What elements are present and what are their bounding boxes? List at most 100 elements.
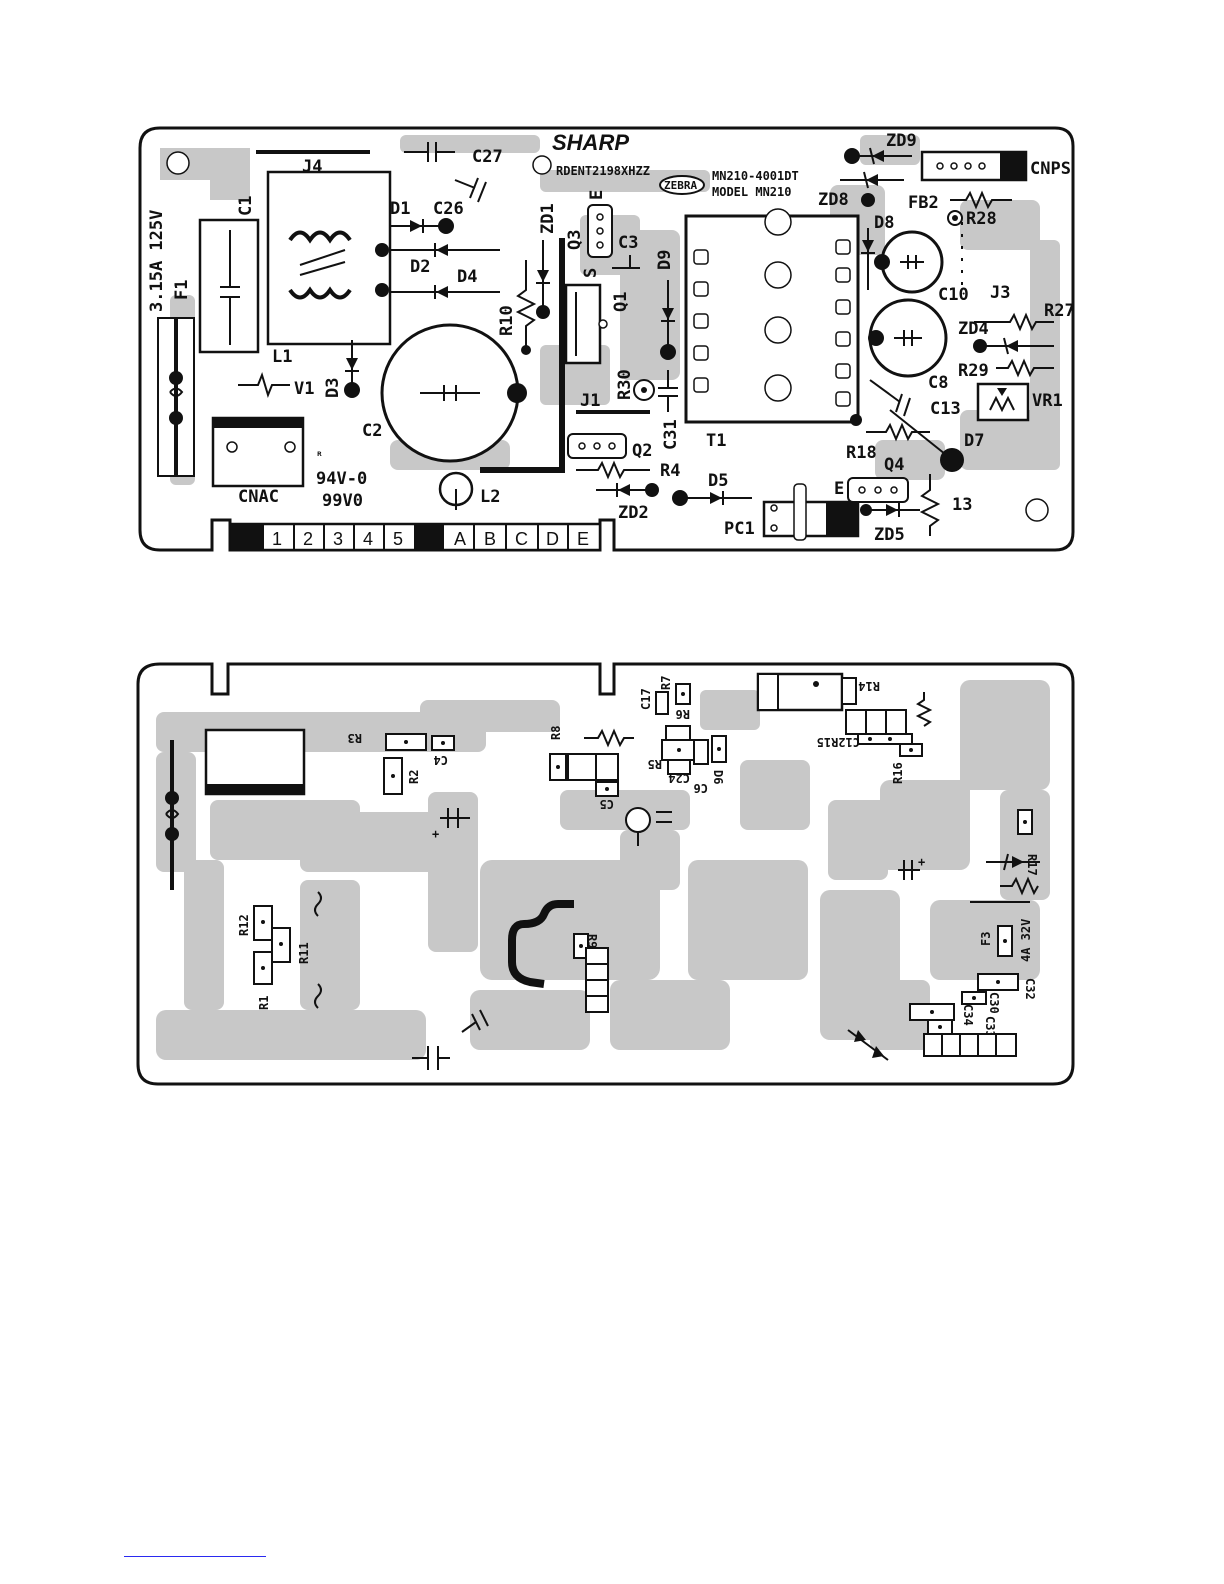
capacitor-symbol-4 [412, 1046, 450, 1070]
label-r1: R1 [257, 996, 271, 1010]
label-q4: Q4 [884, 455, 904, 475]
capacitor-c10: C10 [874, 230, 969, 305]
label-zd4: ZD4 [958, 319, 989, 339]
label-c8: C8 [928, 373, 948, 393]
capacitor-symbol-3 [461, 1009, 489, 1033]
label-r7: R7 [659, 676, 673, 690]
diode-d9: D9 [655, 250, 676, 360]
resistor-r10: R10 [497, 260, 537, 355]
label-c33: C33 [983, 1016, 997, 1038]
label-r16: R16 [891, 762, 905, 784]
label-zd1: ZD1 [538, 203, 558, 234]
pin-e: E [577, 529, 589, 549]
label-r2: R2 [407, 770, 421, 784]
fuse-footprint [165, 740, 180, 890]
label-d2: D2 [410, 257, 430, 277]
part-number: RDENT2198XHZZ [556, 164, 650, 178]
smd-c24 [667, 759, 691, 775]
pin-5: 5 [393, 529, 403, 549]
label-c5: C5 [600, 797, 614, 811]
resistor-zigzag-2 [915, 692, 933, 727]
label-zd9: ZD9 [886, 131, 917, 151]
connector-pads-bottom [923, 1033, 1017, 1057]
label-r12: R12 [237, 914, 251, 936]
label-r9: R9 [585, 934, 599, 948]
label-c13: C13 [930, 399, 961, 419]
resistor-13 [919, 474, 941, 536]
label-cnps: CNPS [1030, 159, 1071, 179]
mounting-hole [1025, 498, 1049, 522]
label-l1: L1 [272, 347, 292, 367]
diode-d3: D3 [323, 340, 360, 398]
label-r30: R30 [615, 369, 635, 400]
diode-d5: D5 [672, 471, 752, 506]
resistor-r4 [576, 460, 650, 480]
label-c17: C17 [639, 688, 653, 710]
resistor-zigzag [584, 728, 634, 748]
transistor-q4: Q4 E [834, 455, 909, 503]
trace-squiggle-2 [314, 983, 322, 1009]
zener-right [986, 853, 1040, 871]
capacitor-c1: C1 [198, 196, 260, 354]
label-l2: L2 [480, 487, 500, 507]
ul-rating: 94V-0 [316, 469, 367, 489]
label-j1: J1 [580, 391, 600, 411]
label-c2: C2 [362, 421, 382, 441]
capacitor-c27: C27 [404, 142, 503, 203]
resistor-r18 [866, 422, 930, 442]
mounting-hole [166, 151, 190, 175]
label-j3: J3 [990, 283, 1010, 303]
label-q1-source: S [581, 268, 601, 278]
transistor-q1: S Q1 [564, 268, 631, 365]
label-c27: C27 [472, 147, 503, 167]
zener-zd4: ZD4 [958, 319, 1054, 355]
fuse-f1: 3.15A 125V F1 [147, 210, 195, 477]
diode-d4: D4 [390, 267, 500, 299]
label-zd5: ZD5 [874, 525, 905, 545]
label-r14: R14 [858, 679, 880, 693]
label-t1: T1 [706, 431, 726, 451]
smd-column [585, 947, 609, 1013]
heavy-trace-j [508, 900, 574, 988]
fiducial-hole [532, 155, 552, 175]
connector-cnps: CNPS [920, 150, 1071, 182]
label-c26: C26 [433, 199, 464, 219]
svg-text:+: + [918, 855, 925, 869]
resistor-r29 [996, 358, 1054, 378]
label-d4: D4 [457, 267, 477, 287]
capacitor-c13: C13 [869, 379, 961, 419]
capacitor-c8: C8 [868, 298, 948, 393]
label-d3: D3 [323, 378, 343, 398]
zener-zd8: ZD8 [818, 171, 904, 210]
label-c30: C30 [987, 992, 1001, 1014]
optocoupler-pc1: PC1 [724, 483, 860, 541]
fuse-rating: 3.15A 125V [147, 210, 167, 312]
label-r11: R11 [297, 942, 311, 964]
bottom-copper-traces [156, 680, 1050, 1060]
label-c12r15: C12R15 [817, 735, 860, 749]
footer-link-underline[interactable] [124, 1556, 266, 1557]
label-v1: V1 [294, 379, 314, 399]
label-c6: C6 [694, 781, 708, 795]
label-d6: D6 [711, 770, 725, 784]
smd-c5-block [567, 753, 619, 781]
label-pc1: PC1 [724, 519, 755, 539]
label-c24: C24 [668, 771, 690, 785]
zener-zd5: ZD5 [860, 503, 920, 545]
label-r28: R28 [966, 209, 997, 229]
model-code: MN210-4001DT [712, 169, 799, 183]
pin-3: 3 [333, 529, 343, 549]
varistor-v1 [238, 371, 290, 399]
capacitor-c2: C2 [362, 323, 527, 463]
label-q3-emitter: E [587, 190, 607, 200]
diode-d8: D8 [861, 213, 894, 290]
label-r6: R6 [676, 707, 690, 721]
resistor-r27 [974, 312, 1054, 332]
label-r17: R17 [1025, 854, 1039, 876]
choke-l1: L1 [266, 170, 392, 367]
smd-c12-r15 [845, 709, 907, 735]
pin-4: 4 [363, 529, 373, 549]
pin-b: B [484, 529, 496, 549]
label-13: 13 [952, 495, 972, 515]
